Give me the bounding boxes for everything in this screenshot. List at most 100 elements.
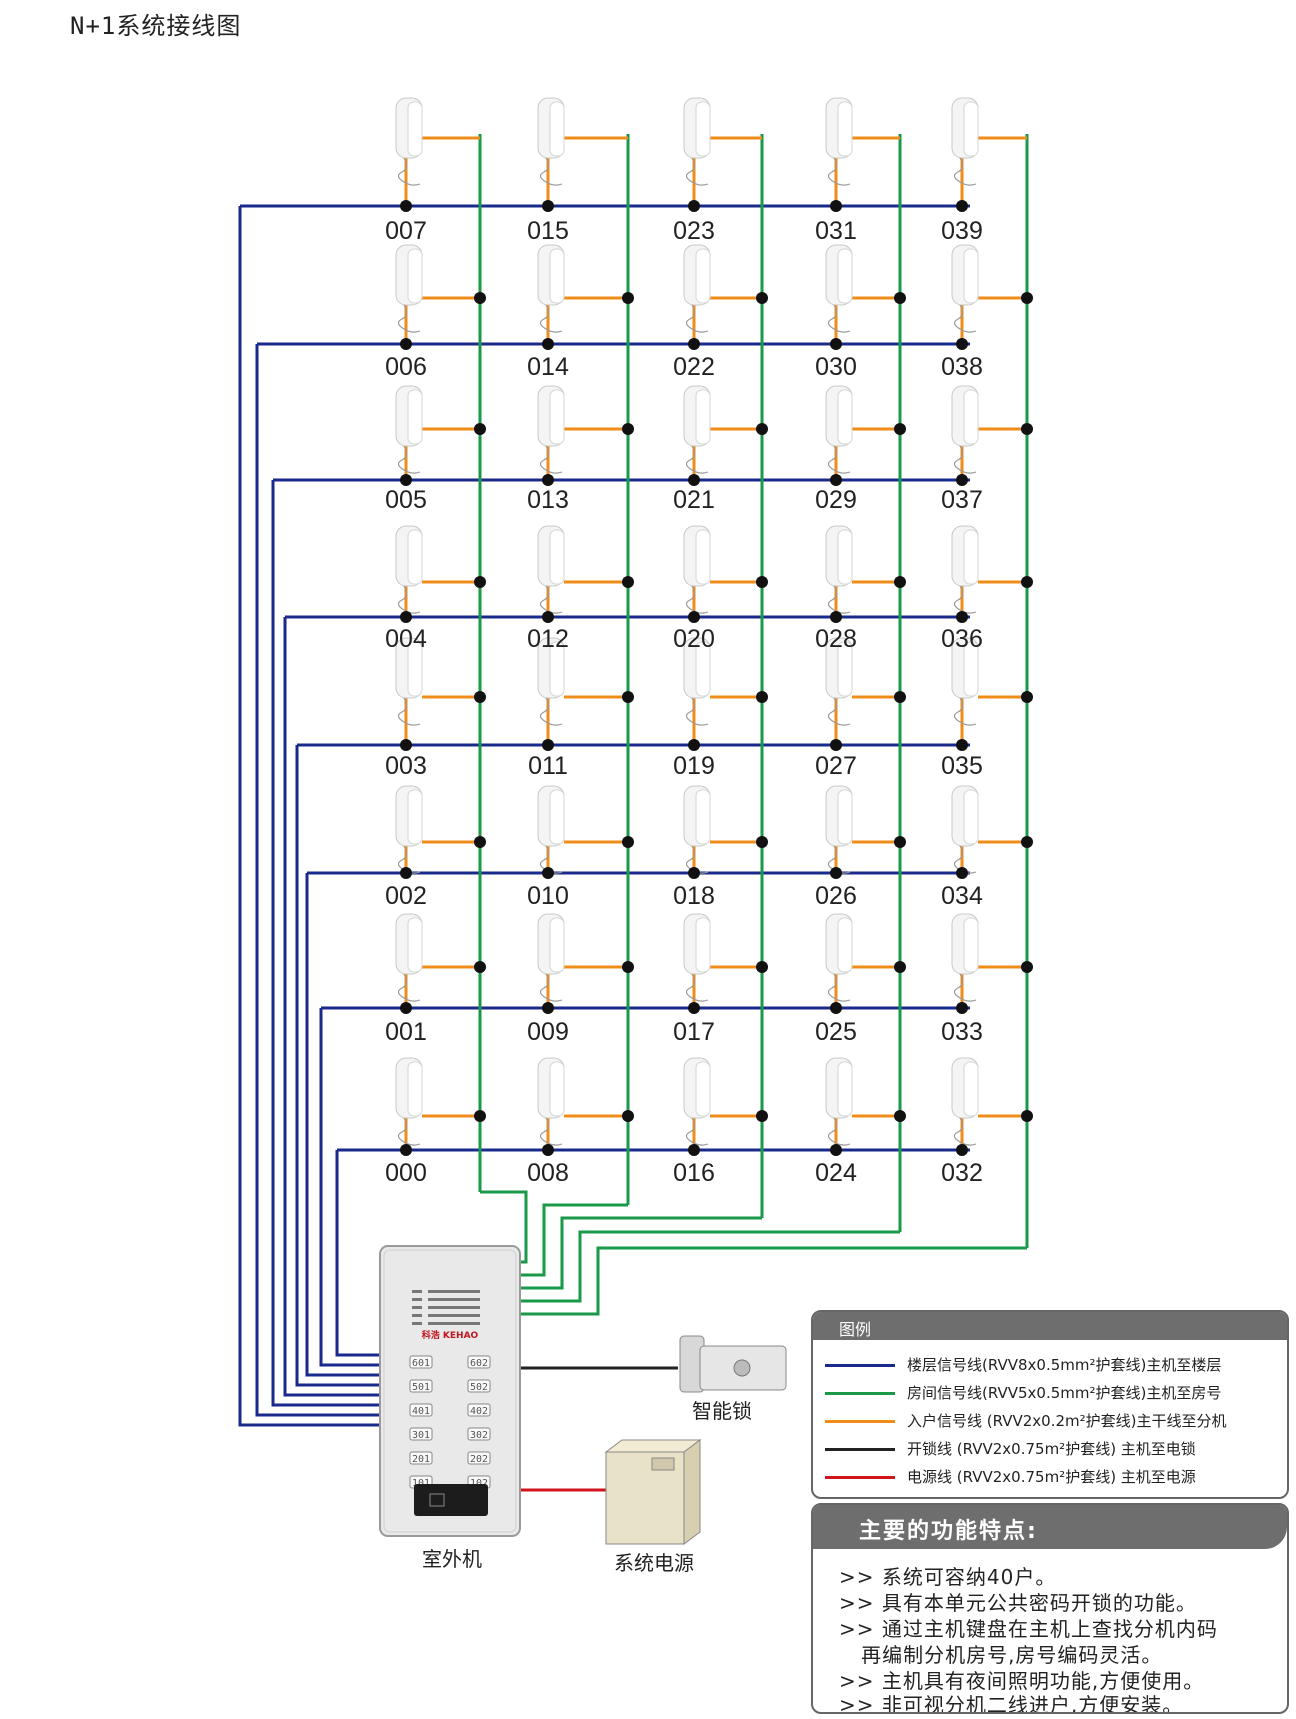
junction-dot: [622, 961, 634, 973]
room-number-label: 033: [941, 1018, 983, 1046]
indoor-phone-icon: [683, 1057, 711, 1146]
keypad-button-label: 302: [470, 1430, 488, 1441]
phone-handset: [407, 789, 423, 845]
room-number-label: 017: [673, 1018, 715, 1046]
junction-dot: [474, 292, 486, 304]
legend-header: 图例: [813, 1312, 1287, 1340]
junction-dot: [756, 423, 768, 435]
junction-dot: [756, 836, 768, 848]
indoor-phone-icon: [825, 97, 853, 186]
junction-dot: [956, 200, 968, 212]
phone-cord: [397, 445, 421, 474]
room-number-label: 032: [941, 1159, 983, 1187]
phone-cord: [685, 1117, 709, 1146]
keypad-button: [467, 1379, 491, 1393]
phone-handset: [549, 641, 565, 697]
phone-cord: [397, 1117, 421, 1146]
floor-signal-wire: [255, 344, 380, 1417]
room-signal-wire: [480, 1190, 528, 1264]
junction-dot: [474, 961, 486, 973]
indoor-phone-icon: [395, 1057, 423, 1146]
phone-handset: [549, 389, 565, 445]
room-number-label: 004: [385, 625, 427, 653]
keypad-button-label: 101: [412, 1478, 430, 1489]
keypad-button: [467, 1355, 491, 1369]
features-header: 主要的功能特点:: [813, 1505, 1287, 1549]
keypad-button-label: 301: [412, 1430, 430, 1441]
junction-dot: [956, 867, 968, 879]
speaker-grille: [412, 1290, 422, 1293]
indoor-phone-icon: [683, 785, 711, 874]
indoor-phone-icon: [951, 97, 979, 186]
junction-dot: [1021, 423, 1033, 435]
junction-dot: [830, 200, 842, 212]
room-number-label: 025: [815, 1018, 857, 1046]
indoor-phone-icon: [825, 244, 853, 333]
indoor-phone-icon: [395, 525, 423, 614]
room-signal-wire: [518, 1246, 1027, 1316]
legend-label: 电源线 (RVV2x0.75m²护套线) 主机至电源: [907, 1468, 1196, 1486]
phone-handset: [837, 641, 853, 697]
phone-cord: [685, 304, 709, 333]
junction-dot: [542, 867, 554, 879]
phone-handset: [549, 1061, 565, 1117]
room-number-label: 010: [527, 882, 569, 910]
indoor-phone-icon: [683, 244, 711, 333]
phone-cord: [539, 973, 563, 1002]
feature-item: >> 非可视分机二线进户,方便安装。: [839, 1693, 1184, 1714]
junction-dot: [1021, 1110, 1033, 1122]
indoor-phone-icon: [951, 244, 979, 333]
junction-dot: [542, 1002, 554, 1014]
junction-dot: [622, 1110, 634, 1122]
legend-label: 开锁线 (RVV2x0.75m²护套线) 主机至电锁: [907, 1440, 1196, 1458]
junction-dot: [830, 867, 842, 879]
phone-cord: [685, 973, 709, 1002]
junction-dot: [400, 338, 412, 350]
junction-dot: [542, 200, 554, 212]
phone-cord: [953, 304, 977, 333]
phone-handset: [407, 389, 423, 445]
room-signal-wire: [518, 1216, 762, 1290]
phone-cord: [539, 304, 563, 333]
keypad-button-label: 402: [470, 1406, 488, 1417]
phone-handset: [963, 789, 979, 845]
room-number-label: 038: [941, 353, 983, 381]
room-number-label: 037: [941, 486, 983, 514]
junction-dot: [894, 576, 906, 588]
room-number-label: 021: [673, 486, 715, 514]
junction-dot: [756, 1110, 768, 1122]
room-number-label: 016: [673, 1159, 715, 1187]
feature-item: >> 主机具有夜间照明功能,方便使用。: [839, 1669, 1205, 1693]
junction-dot: [956, 338, 968, 350]
phone-handset: [407, 1061, 423, 1117]
keypad-button-label: 202: [470, 1454, 488, 1465]
phone-handset: [407, 641, 423, 697]
phone-cord: [685, 697, 709, 726]
room-number-label: 007: [385, 217, 427, 245]
floor-signal-wire: [238, 206, 380, 1427]
phone-handset: [837, 248, 853, 304]
junction-dot: [1021, 691, 1033, 703]
speaker-grille: [428, 1322, 480, 1325]
indoor-phone-icon: [537, 525, 565, 614]
outdoor-unit-label: 室外机: [422, 1547, 482, 1571]
room-number-label: 019: [673, 752, 715, 780]
junction-dot: [830, 1144, 842, 1156]
junction-dot: [830, 1002, 842, 1014]
outdoor-unit-frame: [383, 1249, 517, 1533]
room-signal-wire: [518, 1203, 628, 1277]
junction-dot: [894, 292, 906, 304]
room-number-label: 027: [815, 752, 857, 780]
feature-item: >> 具有本单元公共密码开锁的功能。: [839, 1591, 1197, 1615]
phone-cord: [685, 445, 709, 474]
junction-dot: [688, 338, 700, 350]
indoor-phone-icon: [395, 637, 423, 726]
phone-cord: [685, 157, 709, 186]
phone-cord: [539, 585, 563, 614]
room-number-label: 006: [385, 353, 427, 381]
junction-dot: [622, 691, 634, 703]
features-panel: 主要的功能特点: >> 系统可容纳40户。 >> 具有本单元公共密码开锁的功能。…: [811, 1503, 1289, 1714]
junction-dot: [542, 474, 554, 486]
phone-cord: [827, 157, 851, 186]
indoor-phone-icon: [825, 385, 853, 474]
